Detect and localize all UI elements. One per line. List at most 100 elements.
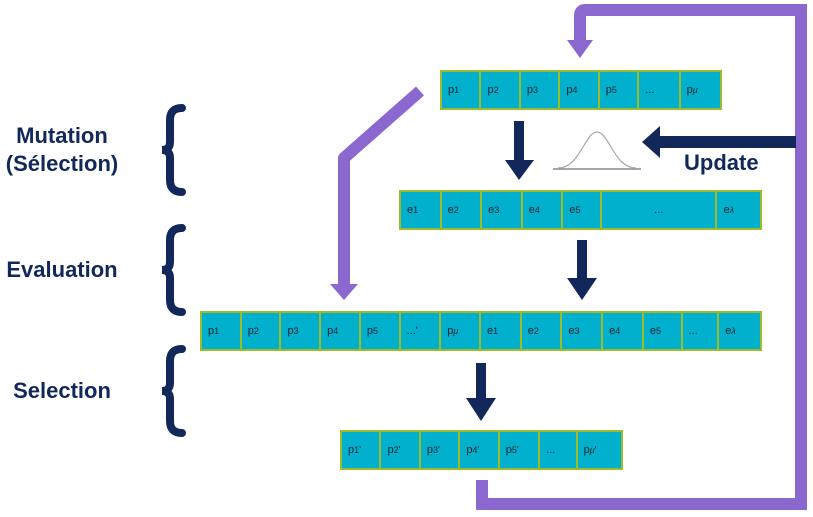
feedback-loop-arrowhead-icon — [567, 40, 593, 58]
gaussian-curve-icon — [557, 131, 637, 169]
cell-symbol: e — [609, 325, 616, 337]
cell-subscript: 3 — [533, 85, 539, 95]
cell-subscript: 1 — [454, 85, 460, 95]
cell-symbol: e — [488, 204, 495, 216]
cell-subscript: 3 — [494, 205, 500, 215]
cell-prime: ' — [477, 444, 480, 456]
cell-symbol: p — [366, 325, 373, 337]
mutation-arrowhead-icon — [505, 160, 534, 180]
stage-label-selection: Selection — [13, 378, 111, 403]
stage-label-mutation: Mutation (Sélection) — [0, 122, 124, 178]
cell-subscript: 5 — [611, 85, 617, 95]
cell-subscript: 3 — [574, 326, 580, 336]
selected-cell: ... — [540, 432, 578, 468]
evaluation-arrowhead-icon — [567, 278, 597, 300]
cell-subscript: 3 — [433, 445, 439, 455]
cell-symbol: p — [447, 325, 454, 337]
cell-prime: ' — [516, 444, 519, 456]
cell-symbol: e — [528, 204, 535, 216]
stage-label-evaluation: Evaluation — [6, 257, 118, 282]
selection-arrowhead-icon — [466, 398, 496, 421]
selection-arrow-shaft — [476, 363, 486, 399]
cell-symbol: ... — [546, 444, 556, 456]
parents-to-combined-arrowhead-icon — [330, 284, 358, 300]
cell-subscript: 2 — [253, 326, 259, 336]
cell-symbol: p — [526, 84, 533, 96]
cell-symbol: e — [527, 325, 534, 337]
cell-symbol: e — [407, 204, 414, 216]
cell-symbol: p — [605, 84, 612, 96]
update-arrow-shaft — [656, 136, 796, 148]
offspring-cell: ... — [602, 192, 718, 228]
cell-symbol: p — [566, 84, 573, 96]
combined-cell: ...' — [401, 313, 442, 349]
update-label: Update — [684, 150, 759, 175]
cell-symbol: p — [247, 325, 254, 337]
feedback-loop-arrow — [476, 3, 807, 510]
cell-symbol: p — [448, 84, 455, 96]
cell-symbol: p — [583, 444, 590, 456]
cell-symbol: p — [287, 325, 294, 337]
mutation-arrow-shaft — [514, 121, 524, 161]
cell-symbol: ... — [688, 325, 698, 337]
update-arrowhead-icon — [642, 126, 660, 158]
cell-subscript: μ — [692, 85, 698, 95]
cell-subscript: 1 — [493, 326, 499, 336]
parents-to-combined-arrow — [338, 86, 424, 285]
cell-subscript: λ — [729, 205, 735, 215]
cell-subscript: 2 — [393, 445, 399, 455]
cell-subscript: 4 — [572, 85, 578, 95]
cell-symbol: p — [208, 325, 215, 337]
combined-cell: ... — [683, 313, 720, 349]
cell-subscript: 5 — [655, 326, 661, 336]
cell-symbol: p — [487, 84, 494, 96]
cell-subscript: 2 — [493, 85, 499, 95]
cell-prime: ' — [594, 444, 597, 456]
evaluation-arrow-shaft — [577, 240, 587, 278]
cell-symbol: e — [487, 325, 494, 337]
cell-symbol: p — [327, 325, 334, 337]
cell-symbol: ... — [645, 84, 655, 96]
brace-selection-icon — [161, 345, 186, 437]
cell-symbol: p — [505, 444, 512, 456]
cell-symbol: e — [568, 325, 575, 337]
cell-symbol: e — [725, 325, 732, 337]
cell-symbol: e — [447, 204, 454, 216]
brace-mutation-icon — [161, 104, 186, 196]
cell-symbol: e — [569, 204, 576, 216]
cell-subscript: 3 — [293, 326, 299, 336]
cell-subscript: λ — [731, 326, 736, 336]
cell-prime: ' — [398, 444, 401, 456]
cell-symbol: ...' — [406, 325, 418, 337]
cell-subscript: 5 — [511, 445, 517, 455]
stage-label-mutation-line2: (Sélection) — [5, 151, 119, 176]
cell-subscript: 1 — [214, 326, 220, 336]
cell-prime: ' — [359, 444, 362, 456]
cell-symbol: p — [387, 444, 394, 456]
cell-subscript: 4 — [615, 326, 621, 336]
